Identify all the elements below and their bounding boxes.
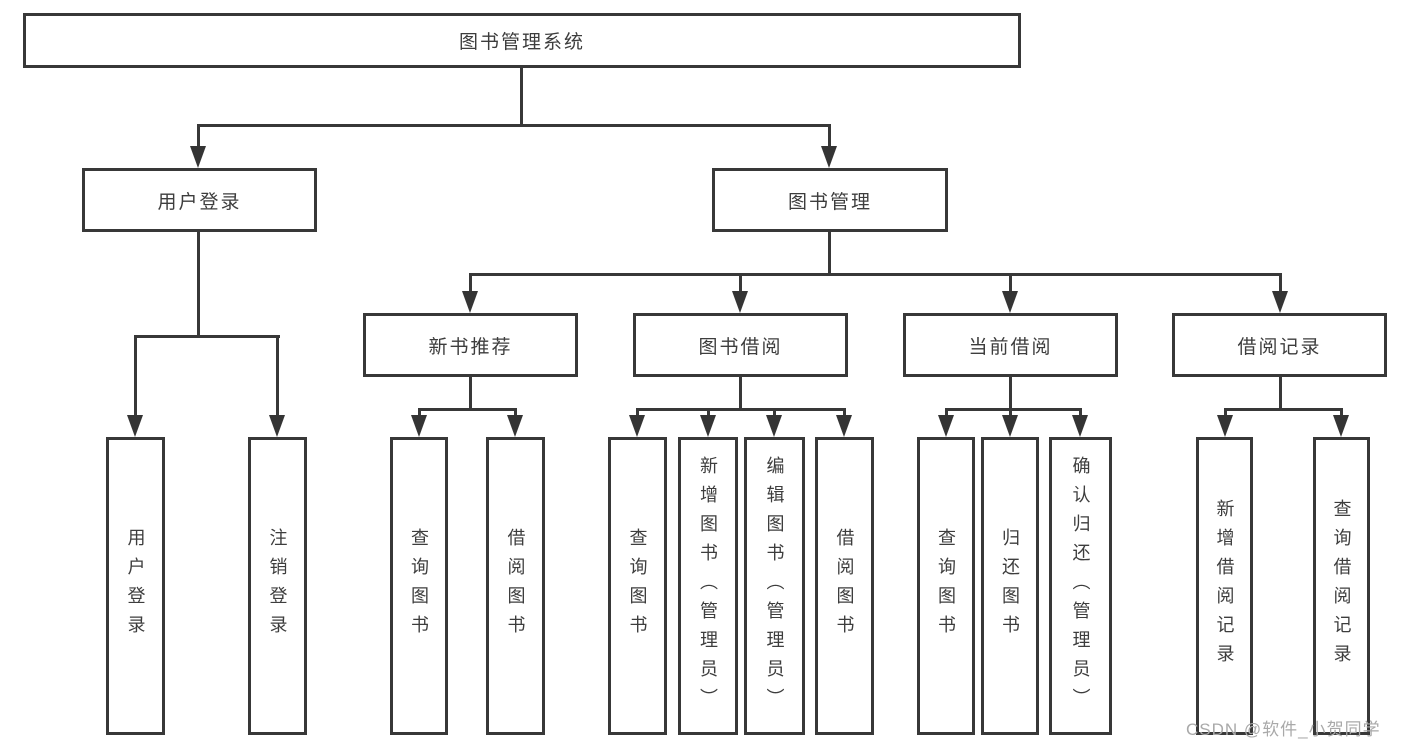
arrowhead-leaf-logout	[269, 415, 285, 437]
leaf-query-book-recommend: 查询图书	[390, 437, 448, 735]
node-library-system: 图书管理系统	[23, 13, 1021, 68]
connector-drop-d1	[945, 408, 948, 418]
leaf-return-book-label: 归还图书	[1000, 528, 1020, 644]
arrowhead-b2	[507, 415, 523, 437]
connector-book-mgmt-stem	[828, 232, 831, 273]
connector-record-stem	[1279, 377, 1282, 408]
connector-new-rec-stem	[469, 377, 472, 408]
arrowhead-c2	[700, 415, 716, 437]
connector-drop-borrow-record	[1279, 273, 1282, 293]
connector-book-borrow-stem	[739, 377, 742, 408]
arrowhead-d2	[1002, 415, 1018, 437]
leaf-query-book-current-label: 查询图书	[936, 528, 956, 644]
connector-new-rec-rail	[418, 408, 517, 411]
arrowhead-d1	[938, 415, 954, 437]
arrowhead-b1	[411, 415, 427, 437]
arrowhead-e2	[1333, 415, 1349, 437]
arrowhead-c1	[629, 415, 645, 437]
arrowhead-e1	[1217, 415, 1233, 437]
leaf-query-borrow-record-label: 查询借阅记录	[1331, 499, 1352, 673]
connector-drop-e1	[1224, 408, 1227, 418]
leaf-logout-login: 注销登录	[248, 437, 307, 735]
leaf-borrow-book-recommend-label: 借阅图书	[505, 528, 526, 644]
leaf-borrow-book-label: 借阅图书	[834, 528, 855, 644]
connector-root-stem	[520, 68, 523, 124]
node-book-management: 图书管理	[712, 168, 948, 232]
connector-drop-c2	[707, 408, 710, 418]
leaf-borrow-book: 借阅图书	[815, 437, 874, 735]
node-user-login: 用户登录	[82, 168, 317, 232]
arrowhead-book-borrow	[732, 291, 748, 313]
leaf-query-book-borrow: 查询图书	[608, 437, 667, 735]
connector-drop-new-rec	[469, 273, 472, 293]
leaf-query-book-current: 查询图书	[917, 437, 975, 735]
node-book-borrow: 图书借阅	[633, 313, 848, 377]
arrowhead-d3	[1072, 415, 1088, 437]
leaf-return-book: 归还图书	[981, 437, 1039, 735]
leaf-confirm-return-admin-label: 确认归还（管理员）	[1070, 455, 1091, 717]
node-borrow-record: 借阅记录	[1172, 313, 1387, 377]
connector-drop-book-borrow	[739, 273, 742, 293]
arrowhead-c4	[836, 415, 852, 437]
csdn-watermark: CSDN @软件_小贺同学	[1186, 720, 1381, 739]
leaf-add-borrow-record: 新增借阅记录	[1196, 437, 1253, 735]
connector-drop-d3	[1079, 408, 1082, 418]
leaf-query-book-borrow-label: 查询图书	[627, 528, 648, 644]
leaf-add-borrow-record-label: 新增借阅记录	[1214, 499, 1235, 673]
arrowhead-leaf-user-login	[127, 415, 143, 437]
leaf-logout-login-label: 注销登录	[267, 528, 288, 644]
leaf-add-book-admin: 新增图书（管理员）	[678, 437, 738, 735]
connector-drop-b2	[514, 408, 517, 418]
connector-drop-c4	[843, 408, 846, 418]
node-current-borrow: 当前借阅	[903, 313, 1118, 377]
connector-level3-rail	[469, 273, 1282, 276]
arrowhead-user-login	[190, 146, 206, 168]
arrowhead-book-mgmt	[821, 146, 837, 168]
connector-current-rail	[945, 408, 1082, 411]
leaf-add-book-admin-label: 新增图书（管理员）	[698, 455, 718, 717]
connector-drop-c3	[773, 408, 776, 418]
connector-drop-c1	[636, 408, 639, 418]
connector-drop-user-login	[197, 124, 200, 150]
arrowhead-c3	[766, 415, 782, 437]
leaf-user-login: 用户登录	[106, 437, 165, 735]
leaf-query-borrow-record: 查询借阅记录	[1313, 437, 1370, 735]
connector-book-borrow-rail	[636, 408, 846, 411]
leaf-query-book-recommend-label: 查询图书	[409, 528, 429, 644]
arrowhead-current-borrow	[1002, 291, 1018, 313]
leaf-edit-book-admin: 编辑图书（管理员）	[744, 437, 805, 735]
connector-user-login-stem	[197, 232, 200, 335]
connector-drop-d2	[1009, 408, 1012, 418]
connector-drop-b1	[418, 408, 421, 418]
connector-drop-e2	[1340, 408, 1343, 418]
leaf-edit-book-admin-label: 编辑图书（管理员）	[764, 455, 785, 717]
connector-drop-leaf-user-login	[134, 335, 137, 419]
arrowhead-new-rec	[462, 291, 478, 313]
arrowhead-borrow-record	[1272, 291, 1288, 313]
connector-current-stem	[1009, 377, 1012, 408]
connector-drop-leaf-logout	[276, 335, 279, 419]
node-new-book-recommend: 新书推荐	[363, 313, 578, 377]
connector-user-login-rail	[134, 335, 280, 338]
leaf-user-login-label: 用户登录	[125, 528, 146, 644]
leaf-borrow-book-recommend: 借阅图书	[486, 437, 545, 735]
leaf-confirm-return-admin: 确认归还（管理员）	[1049, 437, 1112, 735]
connector-record-rail	[1224, 408, 1343, 411]
connector-drop-book-mgmt	[828, 124, 831, 150]
connector-level2-rail	[197, 124, 831, 127]
connector-drop-current-borrow	[1009, 273, 1012, 293]
